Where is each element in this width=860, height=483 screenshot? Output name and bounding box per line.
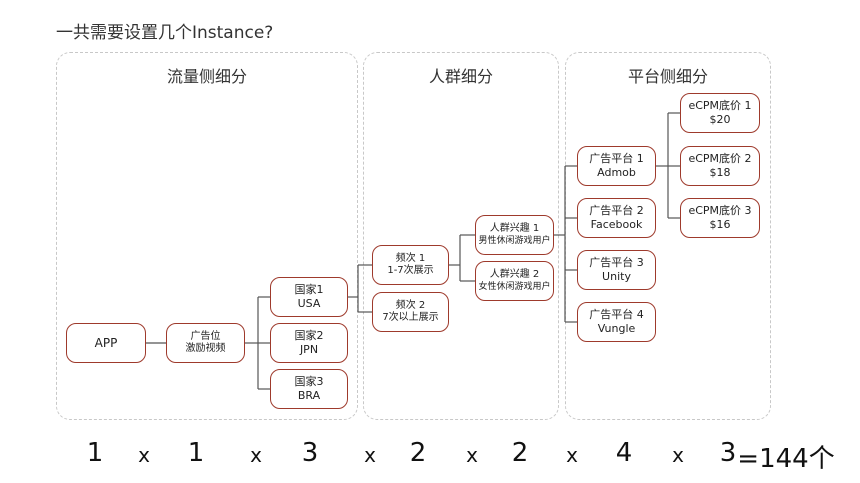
node-frequency-2-title: 频次 2	[395, 299, 426, 311]
node-interest-1-subtitle: 男性休闲游戏用户	[478, 235, 551, 246]
node-country-2-subtitle: JPN	[299, 343, 319, 356]
node-country-2-title: 国家2	[294, 329, 324, 343]
node-platform-3: 广告平台 3 Unity	[577, 250, 656, 290]
node-platform-4-subtitle: Vungle	[597, 322, 636, 335]
node-frequency-1: 频次 1 1-7次展示	[372, 245, 449, 285]
node-platform-1-subtitle: Admob	[597, 166, 636, 179]
node-platform-2-subtitle: Facebook	[590, 218, 643, 231]
formula-term-4: 2	[409, 438, 427, 468]
node-app: APP	[66, 323, 146, 363]
section-traffic: 流量侧细分	[56, 52, 358, 420]
node-interest-2: 人群兴趣 2 女性休闲游戏用户	[475, 261, 554, 301]
section-title-platform: 平台侧细分	[627, 67, 708, 86]
node-placement-subtitle: 激励视频	[185, 343, 226, 354]
node-country-3-subtitle: BRA	[297, 389, 321, 402]
node-platform-1-title: 广告平台 1	[589, 152, 644, 166]
node-interest-2-subtitle: 女性休闲游戏用户	[478, 281, 551, 292]
node-app-label: APP	[94, 335, 118, 350]
node-country-1-title: 国家1	[294, 283, 324, 297]
formula-operator-1: x	[138, 443, 150, 467]
node-ecpm-3-title: eCPM底价 3	[688, 204, 752, 218]
formula-result: =144个	[737, 444, 835, 474]
node-platform-3-title: 广告平台 3	[589, 256, 644, 270]
node-ecpm-1-subtitle: $20	[709, 113, 731, 126]
node-ecpm-2: eCPM底价 2 $18	[680, 146, 760, 186]
section-title-traffic: 流量侧细分	[166, 67, 247, 86]
formula-term-7: 3	[719, 438, 737, 468]
formula-term-1: 1	[86, 438, 104, 468]
formula-term-2: 1	[187, 438, 205, 468]
node-placement: 广告位 激励视频	[166, 323, 245, 363]
section-audience: 人群细分	[363, 52, 559, 420]
node-frequency-2: 频次 2 7次以上展示	[372, 292, 449, 332]
node-ecpm-3-subtitle: $16	[709, 218, 731, 231]
node-platform-2: 广告平台 2 Facebook	[577, 198, 656, 238]
node-ecpm-3: eCPM底价 3 $16	[680, 198, 760, 238]
formula-operator-6: x	[672, 443, 684, 467]
node-country-1: 国家1 USA	[270, 277, 348, 317]
node-interest-1-title: 人群兴趣 1	[489, 223, 540, 235]
node-ecpm-1-title: eCPM底价 1	[688, 99, 752, 113]
formula-operator-4: x	[466, 443, 478, 467]
node-interest-2-title: 人群兴趣 2	[489, 269, 540, 281]
node-platform-4-title: 广告平台 4	[589, 308, 644, 322]
node-frequency-1-subtitle: 1-7次展示	[387, 265, 434, 276]
node-placement-title: 广告位	[190, 330, 221, 342]
section-title-audience: 人群细分	[428, 67, 493, 86]
node-frequency-2-subtitle: 7次以上展示	[382, 312, 439, 323]
node-ecpm-1: eCPM底价 1 $20	[680, 93, 760, 133]
node-country-3: 国家3 BRA	[270, 369, 348, 409]
node-country-1-subtitle: USA	[297, 297, 321, 310]
question-text: 一共需要设置几个Instance?	[56, 23, 274, 43]
formula-term-6: 4	[615, 438, 633, 468]
formula-operator-3: x	[364, 443, 376, 467]
node-interest-1: 人群兴趣 1 男性休闲游戏用户	[475, 215, 554, 255]
node-platform-4: 广告平台 4 Vungle	[577, 302, 656, 342]
node-platform-2-title: 广告平台 2	[589, 204, 644, 218]
formula-operator-2: x	[250, 443, 262, 467]
node-ecpm-2-subtitle: $18	[709, 166, 731, 179]
node-frequency-1-title: 频次 1	[395, 252, 426, 264]
formula-operator-5: x	[566, 443, 578, 467]
formula-term-5: 2	[511, 438, 529, 468]
formula-row: 1 x 1 x 3 x 2 x 2 x 4 x 3 =144个	[0, 438, 860, 474]
node-country-2: 国家2 JPN	[270, 323, 348, 363]
formula-term-3: 3	[301, 438, 319, 468]
node-country-3-title: 国家3	[294, 375, 324, 389]
node-ecpm-2-title: eCPM底价 2	[688, 152, 752, 166]
node-platform-3-subtitle: Unity	[602, 270, 631, 283]
node-platform-1: 广告平台 1 Admob	[577, 146, 656, 186]
